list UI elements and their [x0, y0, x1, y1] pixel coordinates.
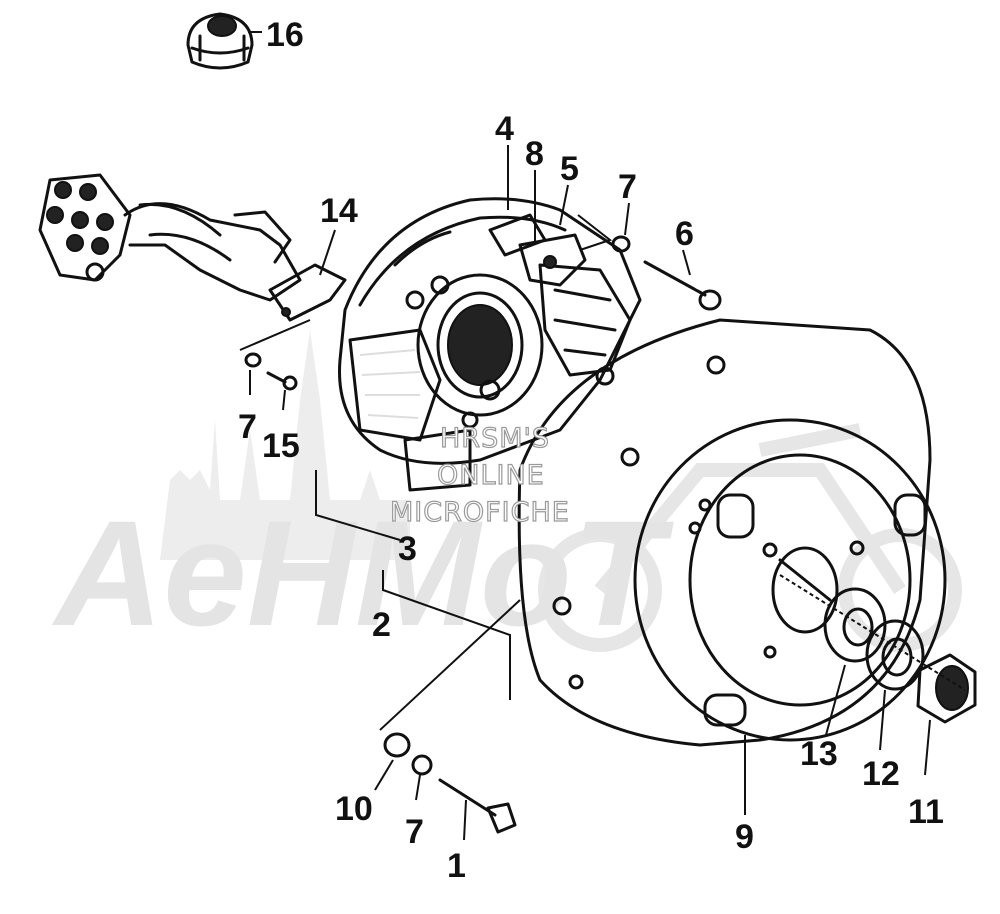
part-16-grommet: [186, 12, 254, 70]
callout-11: 11: [908, 793, 944, 831]
microfiche-watermark: HRSM'S ONLINE MICROFICHE: [389, 422, 570, 528]
watermark: AeHMoT: [51, 330, 962, 657]
callout-3: 3: [398, 530, 417, 568]
part-7-washer-left: [244, 352, 262, 368]
part-10-washer: [383, 732, 411, 758]
callout-12: 12: [862, 755, 900, 793]
callout-9: 9: [735, 818, 754, 856]
part-11-nut: [916, 653, 977, 724]
axis-line: [779, 574, 966, 691]
part-12-washer: [865, 619, 925, 691]
callout-13: 13: [800, 735, 838, 773]
callout-10: 10: [335, 790, 373, 828]
callout-7-left: 7: [238, 408, 257, 446]
watermark-brand: AeHMoT: [51, 489, 675, 657]
part-7-washer-upper: [611, 235, 631, 253]
watermark-line-3: MICROFICHE: [390, 497, 570, 528]
callout-15: 15: [262, 427, 300, 465]
stator-assembly: [338, 197, 642, 492]
part-13-washer: [823, 587, 887, 663]
callout-2: 2: [372, 606, 391, 644]
part-1-screw: [438, 777, 517, 834]
callout-7-upper: 7: [618, 168, 637, 206]
castle-watermark-icon: [160, 330, 410, 560]
part-7-washer-lower: [411, 754, 433, 776]
callout-6: 6: [675, 215, 694, 253]
callout-14: 14: [320, 192, 358, 230]
callout-7-lower: 7: [405, 813, 424, 851]
leader-lines: [239, 31, 931, 841]
callout-5: 5: [560, 150, 579, 188]
callout-labels: 1 2 3 4 5 6 7 7 7 8 9 10 11 12 13 14 15 …: [238, 16, 944, 885]
callout-1: 1: [447, 847, 466, 885]
watermark-line-1: HRSM'S: [440, 423, 550, 454]
wire-harness: [38, 173, 347, 322]
callout-4: 4: [495, 110, 514, 148]
watermark-line-2: ONLINE: [437, 460, 545, 491]
part-15-screw: [266, 371, 298, 391]
callout-8: 8: [525, 135, 544, 173]
flywheel-rotor: [517, 318, 947, 747]
callout-16: 16: [266, 16, 304, 54]
part-6-screw: [643, 257, 722, 311]
